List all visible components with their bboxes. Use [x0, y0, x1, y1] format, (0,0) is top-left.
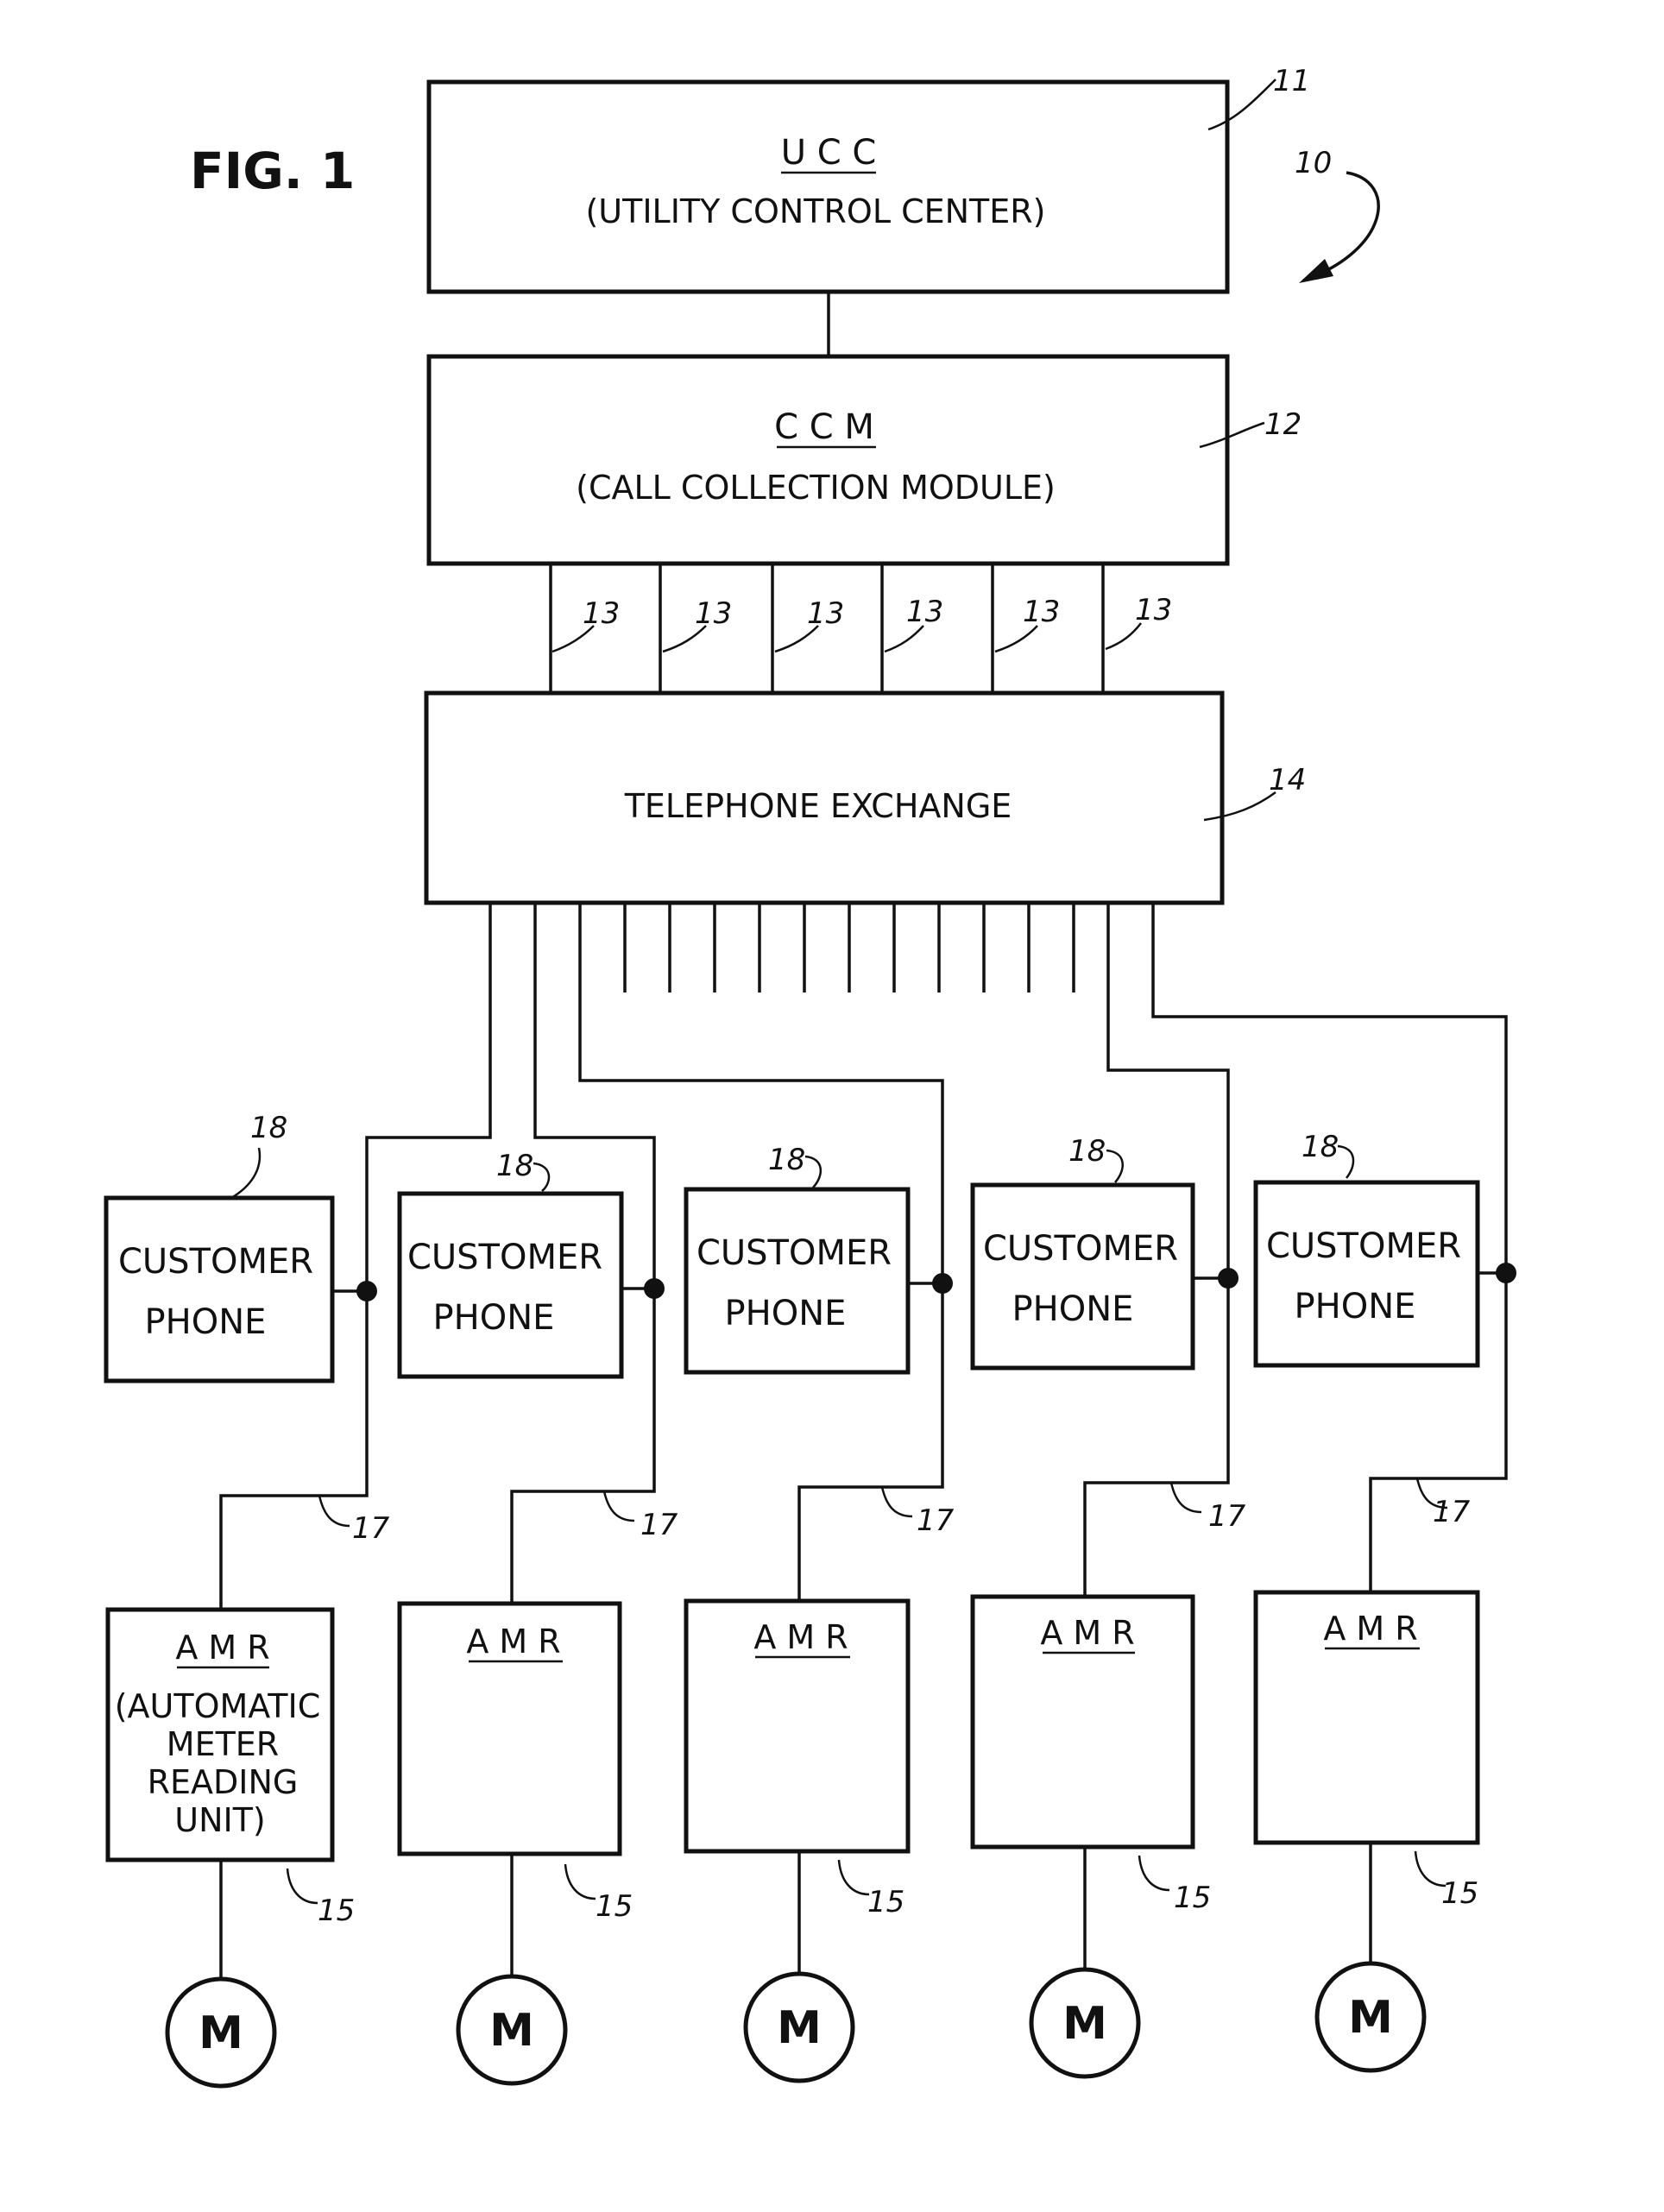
- ccm-box: C C M (CALL COLLECTION MODULE): [429, 356, 1227, 564]
- ccm-title: C C M: [774, 407, 874, 447]
- amr-desc-line1: (AUTOMATIC: [115, 1687, 321, 1725]
- customer-phone-line1: CUSTOMER: [1266, 1226, 1461, 1266]
- customer-unit-3: CUSTOMER PHONE 18 17 A M R 15 M: [686, 1143, 955, 2081]
- customer-phone-line2: PHONE: [433, 1298, 555, 1338]
- customer-phone-line1: CUSTOMER: [983, 1229, 1178, 1269]
- drop-ref: 17: [1433, 1495, 1471, 1529]
- ccm-subtitle: (CALL COLLECTION MODULE): [576, 469, 1056, 507]
- ucc-title: U C C: [781, 133, 877, 173]
- customer-phone-line1: CUSTOMER: [696, 1233, 892, 1273]
- phone-ref: 18: [496, 1149, 533, 1183]
- line-ref-3: 13: [807, 596, 844, 631]
- customer-phone-box: [400, 1194, 621, 1377]
- figure-label: FIG. 1: [190, 142, 355, 200]
- amr-desc-line2: METER: [167, 1725, 279, 1763]
- meter-label: M: [1348, 1992, 1393, 2044]
- line-ref-2: 13: [695, 596, 732, 631]
- amr-title: A M R: [1323, 1610, 1417, 1648]
- system-ref: 10: [1295, 146, 1332, 180]
- line-ref-group: 13 13 13 13 13 13: [552, 593, 1172, 652]
- customer-phone-line1: CUSTOMER: [118, 1242, 313, 1282]
- customer-phone-line2: PHONE: [145, 1302, 267, 1342]
- line-ref-1: 13: [583, 596, 620, 631]
- telephone-exchange-box: TELEPHONE EXCHANGE: [426, 693, 1222, 903]
- customer-phone-box: [106, 1198, 332, 1381]
- line-ref-4: 13: [906, 595, 943, 629]
- amr-ref: 15: [1441, 1876, 1478, 1911]
- phone-ref: 18: [1068, 1134, 1106, 1169]
- customer-phone-line1: CUSTOMER: [407, 1238, 602, 1277]
- amr-ref: 15: [596, 1889, 633, 1924]
- customer-phone-box: [973, 1185, 1193, 1368]
- ucc-subtitle: (UTILITY CONTROL CENTER): [585, 192, 1045, 230]
- line-ref-6: 13: [1135, 593, 1172, 627]
- phone-ref: 18: [768, 1143, 805, 1177]
- amr-desc-line3: READING: [148, 1763, 299, 1801]
- customer-unit-1: CUSTOMER PHONE 18 17 A M R (AUTOMATIC ME…: [106, 1111, 390, 2086]
- meter-label: M: [1062, 1998, 1107, 2050]
- amr-title: A M R: [466, 1623, 560, 1661]
- customer-phone-box: [1256, 1182, 1478, 1365]
- system-ref-arrowhead: [1299, 259, 1333, 283]
- amr-ref: 15: [867, 1885, 904, 1919]
- customer-phone-line2: PHONE: [1295, 1287, 1416, 1327]
- drop-ref: 17: [640, 1508, 678, 1542]
- amr-ref: 15: [1174, 1881, 1211, 1915]
- phone-ref: 18: [1302, 1130, 1339, 1164]
- customer-phone-line2: PHONE: [725, 1294, 847, 1333]
- meter-label: M: [199, 2007, 243, 2059]
- ccm-ref: 12: [1264, 407, 1302, 442]
- drop-ref: 17: [917, 1503, 955, 1538]
- amr-title: A M R: [175, 1629, 269, 1667]
- line-ref-5: 13: [1023, 595, 1060, 629]
- exchange-label: TELEPHONE EXCHANGE: [624, 787, 1012, 825]
- drop-ref: 17: [1208, 1499, 1246, 1534]
- amr-title: A M R: [1040, 1614, 1134, 1652]
- amr-desc-line4: UNIT): [174, 1801, 265, 1839]
- drop-ref: 17: [352, 1511, 390, 1546]
- customer-phone-box: [686, 1189, 908, 1372]
- ucc-box: U C C (UTILITY CONTROL CENTER): [429, 82, 1227, 292]
- meter-label: M: [777, 2002, 822, 2054]
- amr-title: A M R: [753, 1618, 848, 1656]
- customer-unit-5: CUSTOMER PHONE 18 17 A M R 15 M: [1256, 1130, 1516, 2070]
- customer-phone-line2: PHONE: [1012, 1289, 1134, 1329]
- customer-unit-4: CUSTOMER PHONE 18 17 A M R 15 M: [973, 1134, 1246, 2077]
- system-ref-arrow: [1303, 173, 1378, 280]
- phone-ref: 18: [250, 1111, 287, 1145]
- customer-unit-2: CUSTOMER PHONE 18 17 A M R 15 M: [400, 1149, 678, 2083]
- amr-ref: 15: [318, 1894, 355, 1928]
- unused-line-stubs: [625, 903, 1074, 993]
- ucc-ref: 11: [1273, 64, 1310, 98]
- meter-label: M: [489, 2005, 534, 2057]
